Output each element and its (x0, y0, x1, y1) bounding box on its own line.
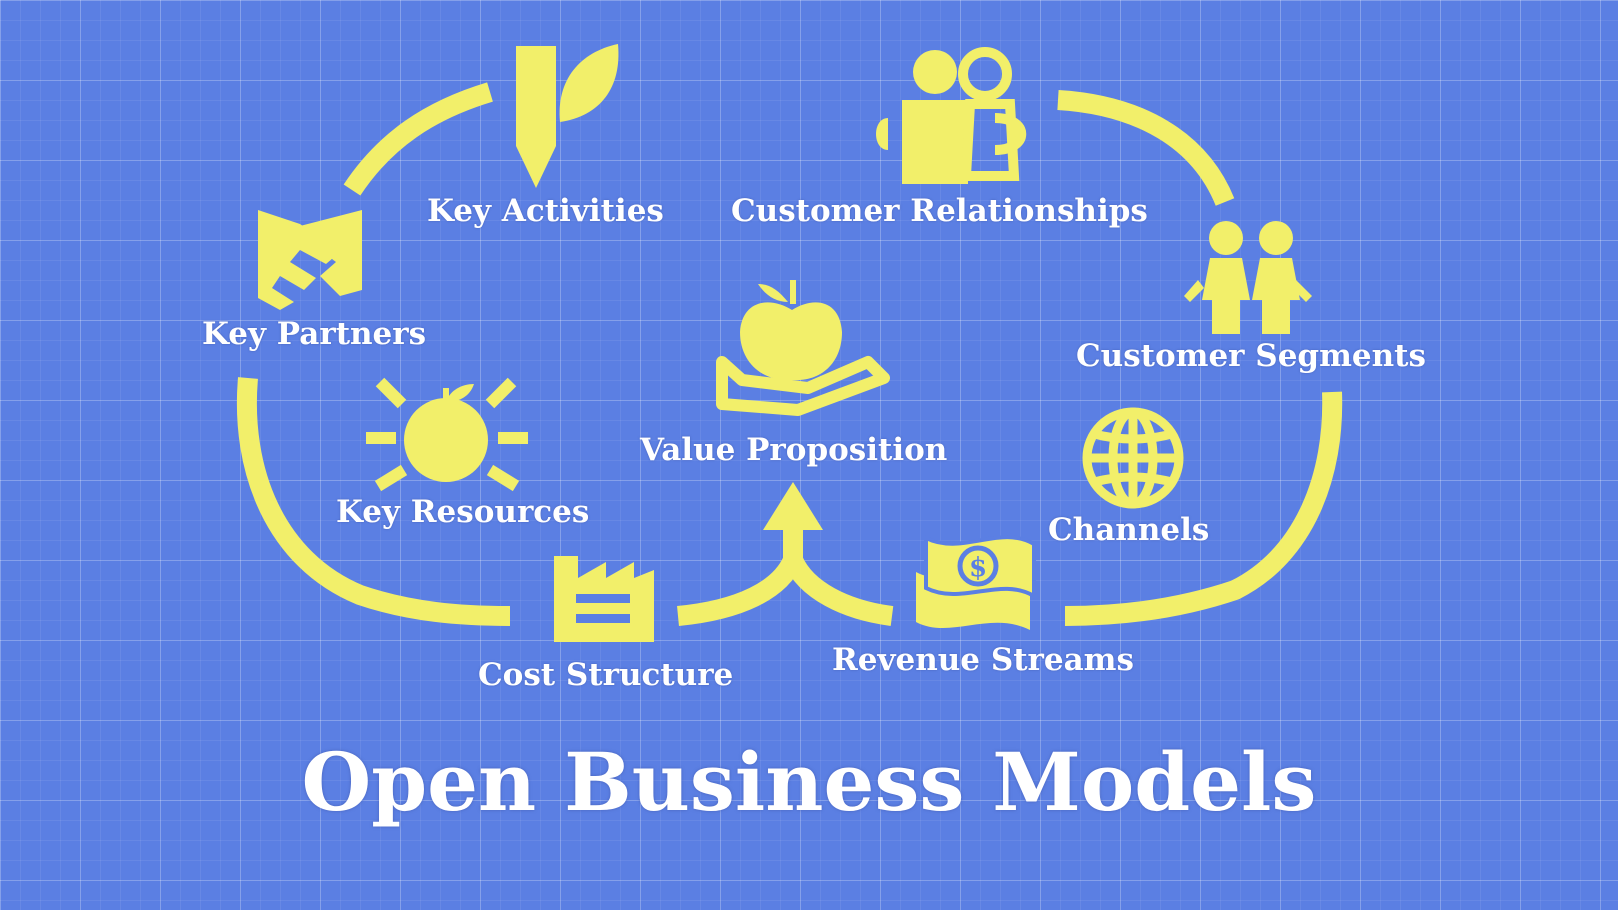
apple-in-hand-icon (740, 280, 842, 381)
label-customer-segments: Customer Segments (1076, 338, 1426, 374)
label-key-activities: Key Activities (427, 193, 664, 229)
label-revenue-streams: Revenue Streams (832, 642, 1134, 678)
label-value-proposition: Value Proposition (640, 432, 948, 468)
loop-arc-right (1064, 391, 1343, 626)
sun-rays-icon (366, 377, 528, 492)
two-people-icon (876, 47, 1027, 184)
pencil-leaf-icon (516, 44, 619, 188)
label-customer-relationships: Customer Relationships (731, 193, 1148, 229)
page-title: Open Business Models (301, 735, 1317, 829)
label-cost-structure: Cost Structure (478, 657, 734, 693)
handshake-icon (258, 210, 362, 310)
people-group-icon (1184, 221, 1312, 334)
svg-text:$: $ (969, 553, 987, 583)
globe-icon (1082, 407, 1184, 509)
loop-arc-top-right (1057, 90, 1235, 206)
label-channels: Channels (1048, 512, 1210, 548)
label-key-resources: Key Resources (336, 494, 590, 530)
loop-arc-top-left (343, 82, 493, 196)
hand-icon (716, 356, 890, 416)
label-key-partners: Key Partners (202, 316, 427, 352)
connector-cost-to-revenue (677, 534, 894, 626)
money-icon: $ (916, 534, 1036, 630)
shining-apple-icon (404, 384, 488, 482)
factory-icon (554, 556, 654, 642)
arrow-head-icon (763, 482, 823, 530)
loop-arc-left (236, 377, 511, 626)
